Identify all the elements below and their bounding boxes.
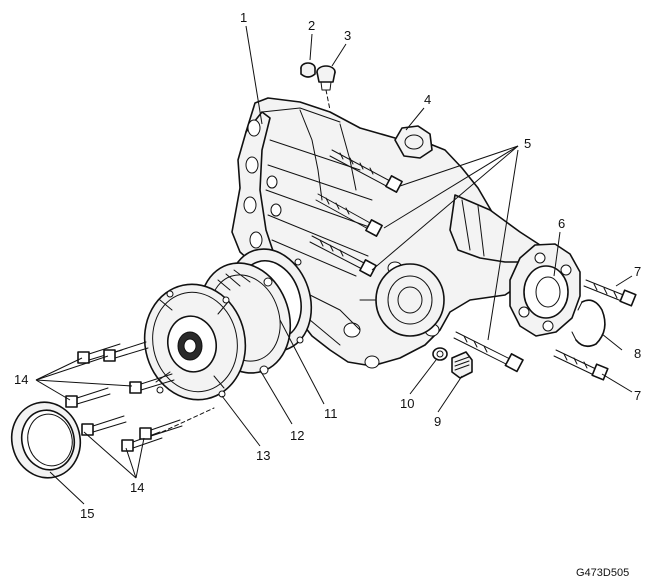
callout-8: 8 xyxy=(634,346,641,361)
callout-15: 15 xyxy=(80,506,94,521)
case-bolt-lower-right xyxy=(453,331,524,373)
cover-bolt xyxy=(103,341,149,362)
callout-9: 9 xyxy=(434,414,441,429)
callout-5: 5 xyxy=(524,136,531,151)
cover-bolts xyxy=(65,341,215,452)
figure-id: G473D505 xyxy=(576,567,629,579)
callout-12: 12 xyxy=(290,428,304,443)
case-bolts xyxy=(309,149,524,373)
leader-lines xyxy=(35,25,633,505)
callout-3: 3 xyxy=(344,28,351,43)
vent-fitting xyxy=(316,65,336,111)
case-bolt-middle xyxy=(315,193,383,237)
callout-14-lower: 14 xyxy=(130,480,144,495)
callout-1: 1 xyxy=(240,10,247,25)
callout-4: 4 xyxy=(424,92,431,107)
flange-bolt-lower xyxy=(553,349,609,381)
rear-housing-flange xyxy=(509,243,581,337)
cover-bolt xyxy=(81,415,127,436)
cover-bolt xyxy=(139,419,183,440)
flange-bolt-upper xyxy=(583,279,637,307)
case-bolt-lower xyxy=(309,235,377,277)
callout-14-upper: 14 xyxy=(14,372,28,387)
callout-labels: 1 2 3 4 5 6 7 8 7 9 10 11 12 13 14 14 15 xyxy=(14,10,641,521)
plug xyxy=(300,62,316,78)
callout-7-lower: 7 xyxy=(634,388,641,403)
cover-bolt xyxy=(65,387,111,408)
cover-bolt xyxy=(129,373,175,394)
plug-washer xyxy=(432,347,448,361)
callout-10: 10 xyxy=(400,396,414,411)
callout-6: 6 xyxy=(558,216,565,231)
cover-bolt xyxy=(121,407,215,452)
callout-7-upper: 7 xyxy=(634,264,641,279)
retaining-ring xyxy=(571,299,606,348)
callout-11: 11 xyxy=(324,406,338,421)
callout-13: 13 xyxy=(256,448,270,463)
drain-plug xyxy=(451,351,473,379)
callout-2: 2 xyxy=(308,18,315,33)
front-cover xyxy=(143,283,247,401)
front-seal xyxy=(10,401,82,479)
case-bolt-upper xyxy=(329,149,403,193)
